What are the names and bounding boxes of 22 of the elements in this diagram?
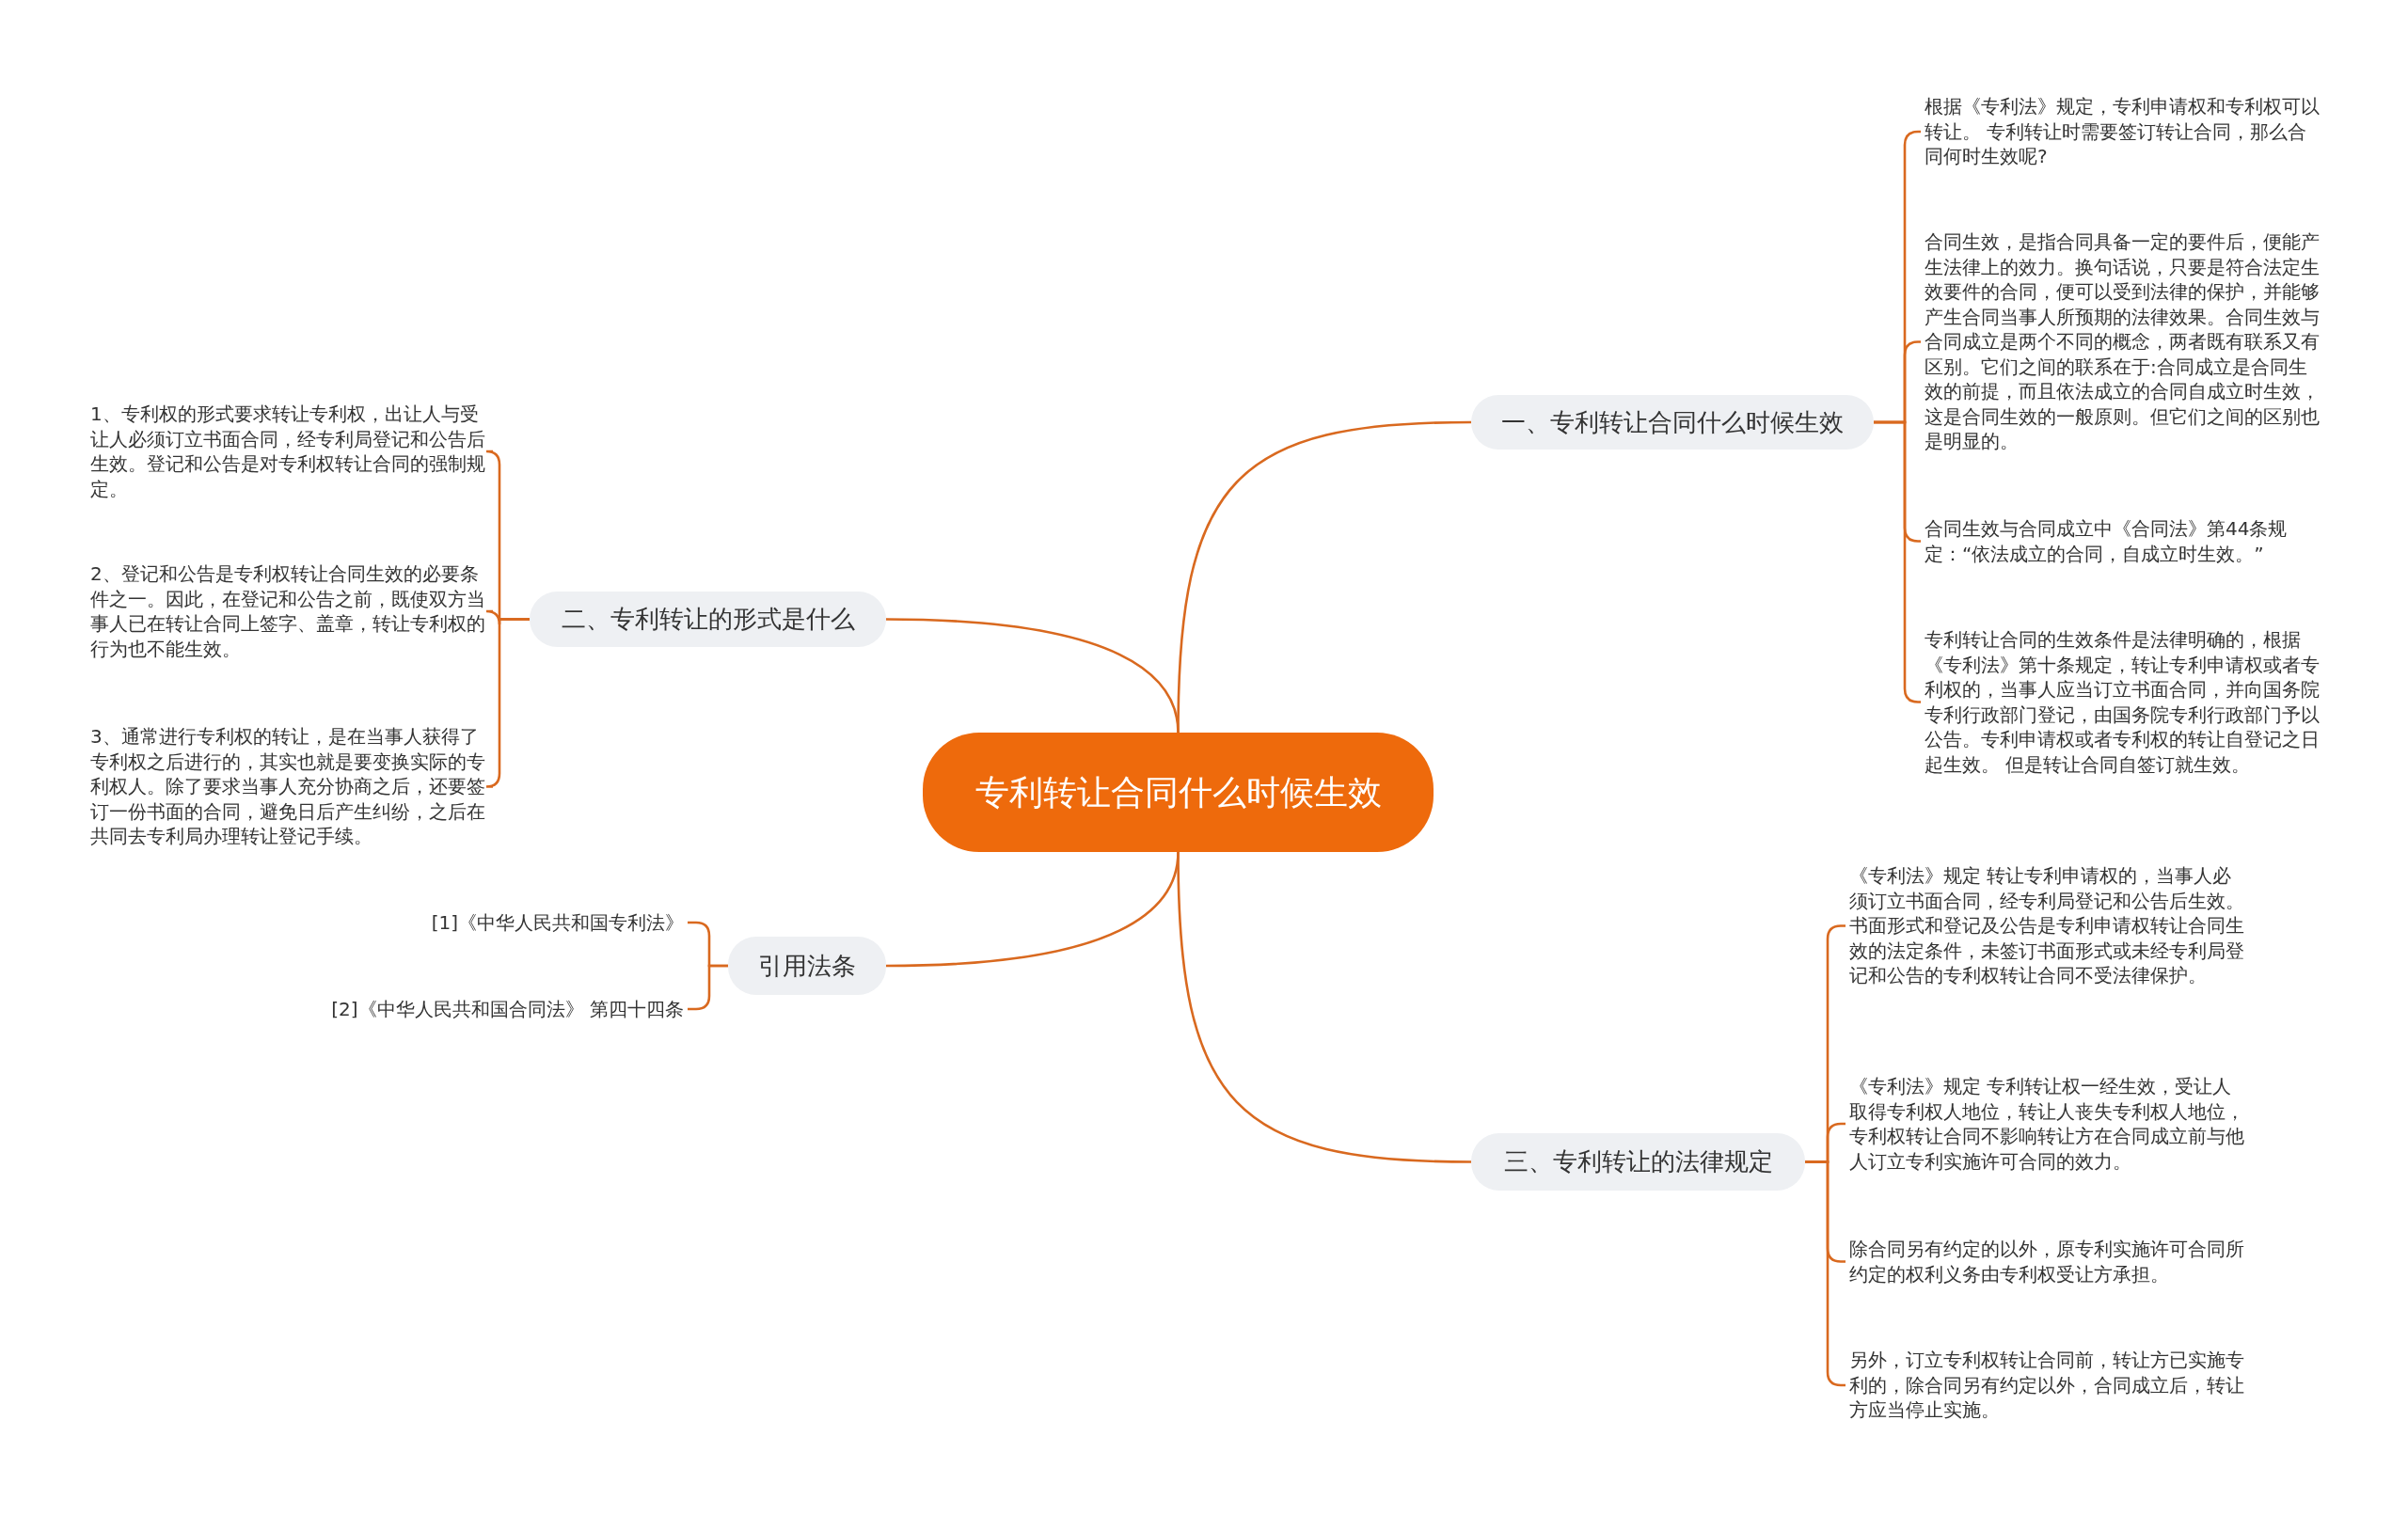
note-text: 另外，订立专利权转让合同前，转让方已实施专利的，除合同另有约定以外，合同成立后，转让方应当停止实施。 [1849,1348,2248,1423]
citation-text: [2]《中华人民共和国合同法》 第四十四条 [310,997,684,1021]
note-text: 2、登记和公告是专利权转让合同生效的必要条件之一。因此，在登记和公告之前，既使双方当事人已在转让合同上签字、盖章，转让专利权的行为也不能生效。 [90,561,489,661]
topic-bubble: 三、专利转让的法律规定 [1471,1133,1805,1191]
connector-line [688,964,728,1011]
note-text: 1、专利权的形式要求转让专利权，出让人与受让人必须订立书面合同，经专利局登记和公告后生效。登记和公告是对专利权转让合同的强制规定。 [90,402,489,501]
note-text: 3、通常进行专利权的转让，是在当事人获得了专利权之后进行的，其实也就是要变换实际的专利权人。除了要求当事人充分协商之后，还要签订一份书面的合同，避免日后产生纠纷，之后在共同去专利局办理转让登记手续。 [90,724,489,849]
note-text: 专利转让合同的生效条件是法律明确的，根据《专利法》第十条规定，转让专利申请权或者专利权的，当事人应当订立书面合同，并向国务院专利行政部门登记，由国务院专利行政部门予以公告。专利申请权或者专利权的转让自登记之日起生效。 但是转让合同自签订就生效。 [1925,627,2323,777]
topic-bubble: 二、专利转让的形式是什么 [530,592,886,647]
central-topic: 专利转让合同什么时候生效 [923,733,1434,852]
note-text: 根据《专利法》规定，专利申请权和专利权可以转让。 专利转让时需要签订转让合同，那么合同何时生效呢? [1925,94,2323,169]
topic-bubble: 一、专利转让合同什么时候生效 [1471,395,1874,450]
note-text: 《专利法》规定 转让专利申请权的，当事人必须订立书面合同，经专利局登记和公告后生效。书面形式和登记及公告是专利申请权转让合同生效的法定条件，未签订书面形式或未经专利局登记和公告的专利权转让合同不受法律保护。 [1849,863,2248,988]
connector-line [885,618,1180,734]
connector-line [1177,851,1472,1163]
connector-line [484,618,530,788]
topic-bubble: 引用法条 [728,937,886,995]
note-text: 合同生效与合同成立中《合同法》第44条规定：“依法成立的合同，自成立时生效。” [1925,516,2323,566]
note-text: 《专利法》规定 专利转让权一经生效，受让人取得专利权人地位，转让人丧失专利权人地位，专利权转让合同不影响转让方在合同成立前与他人订立专利实施许可合同的效力。 [1849,1074,2248,1174]
citation-text: [1]《中华人民共和国专利法》 [310,910,684,935]
note-text: 除合同另有约定的以外，原专利实施许可合同所约定的权利义务由专利权受让方承担。 [1849,1237,2248,1286]
note-text: 合同生效，是指合同具备一定的要件后，便能产生法律上的效力。换句话说，只要是符合法定生效要件的合同，便可以受到法律的保护，并能够产生合同当事人所预期的法律效果。合同生效与合同成立是两个不同的概念，两者既有联系又有区别。它们之间的联系在于:合同成立是合同生效的前提，而且依法成立的合同自成立时生效，这是合同生效的一般原则。但它们之间的区别也是明显的。 [1925,229,2323,454]
